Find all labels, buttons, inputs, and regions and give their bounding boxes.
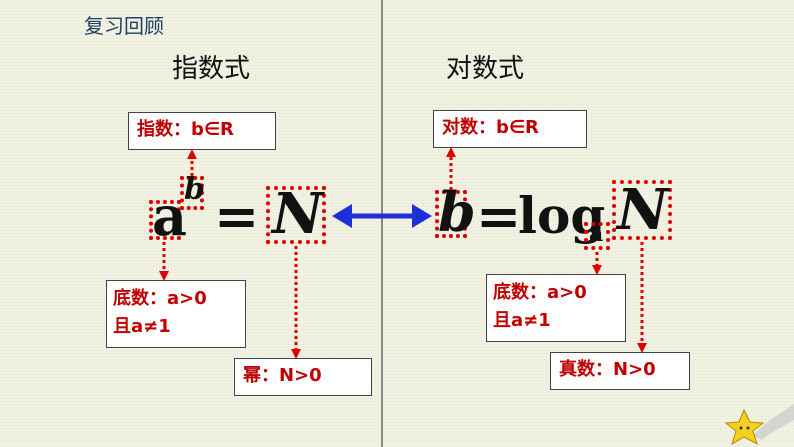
formula-exponent: b [184,172,205,207]
section-heading: 复习回顾 [84,14,164,38]
log-base-label-box: 底数：a>0 且a≠1 [486,274,626,342]
star-icon [724,404,794,446]
base-label-box: 底数：a>0 且a≠1 [106,280,246,348]
argument-dotted-box [612,180,672,240]
formula-log-base: a [589,221,604,247]
formula-log-value: b [438,180,476,244]
log-base-dotted-box [584,222,610,250]
exponent-label-box: 指数：b∈R [128,112,276,150]
exponential-form-title: 指数式 [172,54,251,84]
formula-log: log [518,186,606,245]
base-label-line2: 且a≠1 [113,316,171,337]
log-value-dotted-box [435,190,467,238]
logarithm-label-box: 对数：b∈R [433,110,587,148]
formula-equals-right: = [476,184,522,248]
center-divider [381,0,383,447]
formula-equals-left: = [214,184,260,248]
formula-argument: N [617,177,669,243]
exponent-dotted-box [180,176,204,210]
base-dotted-box [149,200,181,240]
true-number-label-box: 真数：N>0 [550,352,690,390]
double-arrow-icon [332,204,432,228]
result-dotted-box [266,186,326,244]
log-base-label-line2: 且a≠1 [493,310,551,331]
base-label-line1: 底数：a>0 [113,288,207,309]
formula-result: N [272,181,324,247]
log-base-label-line1: 底数：a>0 [493,282,587,303]
logarithmic-form-title: 对数式 [446,54,525,84]
power-label-box: 幂：N>0 [234,358,372,396]
